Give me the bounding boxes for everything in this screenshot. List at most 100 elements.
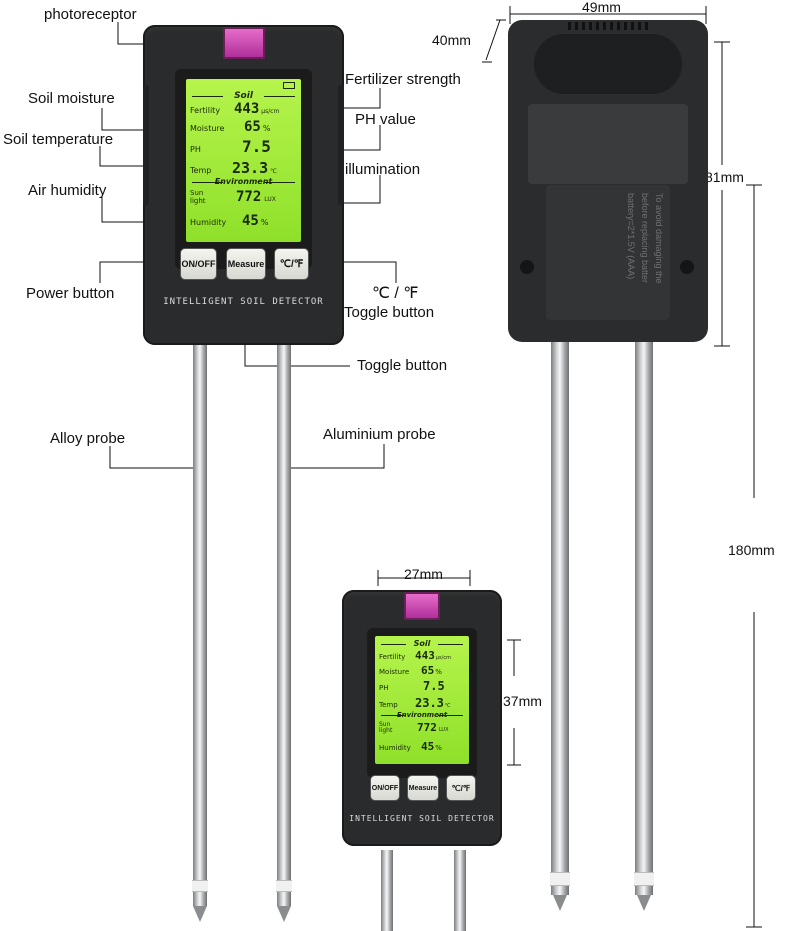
- probe-socket: [520, 260, 534, 274]
- soil-temperature-label: Soil temperature: [3, 131, 114, 148]
- small-probe-right: [454, 850, 466, 931]
- humidity-unit: %: [260, 218, 269, 227]
- body-height-dimension: 81mm: [705, 169, 744, 185]
- warning-text-1: To avoid damaging the: [654, 193, 664, 284]
- ph-label: PH: [379, 684, 389, 692]
- total-length-dimension: 180mm: [728, 542, 775, 558]
- hanger-bracket: [534, 34, 682, 94]
- temp-value: 23.3: [415, 696, 444, 710]
- moisture-value: 65: [421, 664, 435, 677]
- probe-tip: [553, 895, 567, 911]
- fertility-unit: μs/cm: [261, 108, 280, 115]
- power-button[interactable]: ON/OFF: [370, 775, 400, 801]
- temp-unit: ℃: [444, 703, 451, 709]
- humidity-value: 45: [421, 740, 435, 753]
- toggle-button-label: Toggle button: [357, 357, 448, 374]
- soil-moisture-label: Soil moisture: [28, 90, 115, 107]
- photoreceptor: [223, 27, 265, 59]
- lcd-section-environment: Environment: [381, 711, 463, 719]
- humidity-label: Humidity: [190, 218, 227, 227]
- probe-socket: [680, 260, 694, 274]
- fertilizer-strength-label: Fertilizer strength: [345, 71, 461, 88]
- air-humidity-label: Air humidity: [28, 182, 107, 199]
- lcd-bezel: Soil Fertility 443 μs/cm Moisture 65 % P…: [367, 628, 477, 778]
- ph-value: 7.5: [242, 137, 271, 156]
- back-probe-right: [635, 180, 653, 895]
- width-dimension-back: 49mm: [582, 0, 621, 15]
- temp-unit: ℃: [270, 168, 277, 175]
- soil-detector-front-small: Soil Fertility 443 μs/cm Moisture 65 % P…: [342, 590, 502, 846]
- temp-unit-label: ℃ / ℉: [372, 285, 419, 302]
- photoreceptor: [404, 592, 440, 620]
- power-button[interactable]: ON/OFF: [180, 248, 217, 280]
- moisture-label: Moisture: [190, 124, 225, 133]
- alloy-probe-label: Alloy probe: [50, 430, 126, 447]
- depth-dimension: 40mm: [432, 32, 471, 48]
- lcd-bezel: Soil Fertility 443 μs/cm Moisture 65 % P…: [175, 69, 312, 269]
- sunlight-label-line2: light: [379, 727, 393, 734]
- sunlight-unit: LUX: [438, 727, 449, 733]
- device-name: INTELLIGENT SOIL DETECTOR: [349, 814, 495, 823]
- fertility-value: 443: [234, 101, 260, 117]
- probe-tip: [277, 906, 291, 922]
- probe-tip: [637, 895, 651, 911]
- sunlight-label-line2: light: [190, 197, 206, 205]
- power-button-label: Power button: [26, 285, 115, 302]
- device-name: INTELLIGENT SOIL DETECTOR: [163, 297, 324, 307]
- lcd-section-soil: Soil: [381, 639, 463, 648]
- humidity-label: Humidity: [379, 744, 411, 752]
- warning-text-2: before replacing batter: [640, 193, 650, 284]
- width-dimension-front: 27mm: [404, 566, 443, 582]
- ph-value: 7.5: [423, 679, 445, 693]
- sunlight-value: 772: [417, 721, 437, 734]
- aluminium-probe-label: Aluminium probe: [323, 426, 436, 443]
- sunlight-value: 772: [236, 189, 262, 205]
- moisture-label: Moisture: [379, 668, 410, 676]
- aluminium-probe: [277, 344, 291, 906]
- fertility-unit: μs/cm: [435, 655, 451, 661]
- measure-button[interactable]: Measure: [226, 248, 266, 280]
- unit-toggle-button[interactable]: ℃/℉: [274, 248, 309, 280]
- measure-button[interactable]: Measure: [407, 775, 439, 801]
- small-probe-left: [381, 850, 393, 931]
- battery-cover: [528, 104, 688, 184]
- moisture-value: 65: [244, 119, 261, 135]
- ph-label: PH: [190, 145, 201, 154]
- probe-band: [192, 880, 208, 892]
- sunlight-label-line1: Sun: [379, 721, 391, 728]
- humidity-value: 45: [242, 213, 259, 229]
- humidity-unit: %: [435, 744, 442, 752]
- probe-band: [276, 880, 292, 892]
- temp-label: Temp: [379, 701, 398, 709]
- temp-value: 23.3: [232, 159, 269, 177]
- speaker-grille: [568, 22, 648, 30]
- sunlight-unit: LUX: [264, 196, 276, 203]
- battery-icon: [283, 82, 295, 89]
- fertility-value: 443: [415, 649, 435, 662]
- temp-toggle-label: Toggle button: [344, 304, 435, 321]
- fertility-label: Fertility: [190, 106, 221, 115]
- photoreceptor-label: photoreceptor: [44, 6, 137, 23]
- back-probe-left: [551, 180, 569, 895]
- lcd-display: Soil Fertility 443 μs/cm Moisture 65 % P…: [375, 636, 469, 764]
- lcd-section-environment: Environment: [192, 177, 295, 186]
- probe-tip: [193, 906, 207, 922]
- soil-detector-back: To avoid damaging the before replacing b…: [508, 20, 708, 342]
- alloy-probe: [193, 344, 207, 906]
- warning-text-3: battery=2*1.5V (AAA): [626, 193, 636, 280]
- moisture-unit: %: [435, 668, 442, 676]
- sunlight-label-line1: Sun: [190, 189, 204, 197]
- lcd-display: Soil Fertility 443 μs/cm Moisture 65 % P…: [186, 79, 301, 242]
- ph-value-label: PH value: [355, 111, 416, 128]
- soil-detector-front: Soil Fertility 443 μs/cm Moisture 65 % P…: [143, 25, 344, 345]
- moisture-unit: %: [262, 124, 271, 133]
- screen-height-dimension: 37mm: [503, 693, 542, 709]
- temp-label: Temp: [190, 166, 212, 175]
- lcd-section-soil: Soil: [192, 91, 295, 101]
- label-area: To avoid damaging the before replacing b…: [546, 185, 670, 320]
- probe-band: [634, 872, 654, 886]
- illumination-label: illumination: [345, 161, 421, 178]
- unit-toggle-button[interactable]: ℃/℉: [446, 775, 476, 801]
- fertility-label: Fertility: [379, 653, 406, 661]
